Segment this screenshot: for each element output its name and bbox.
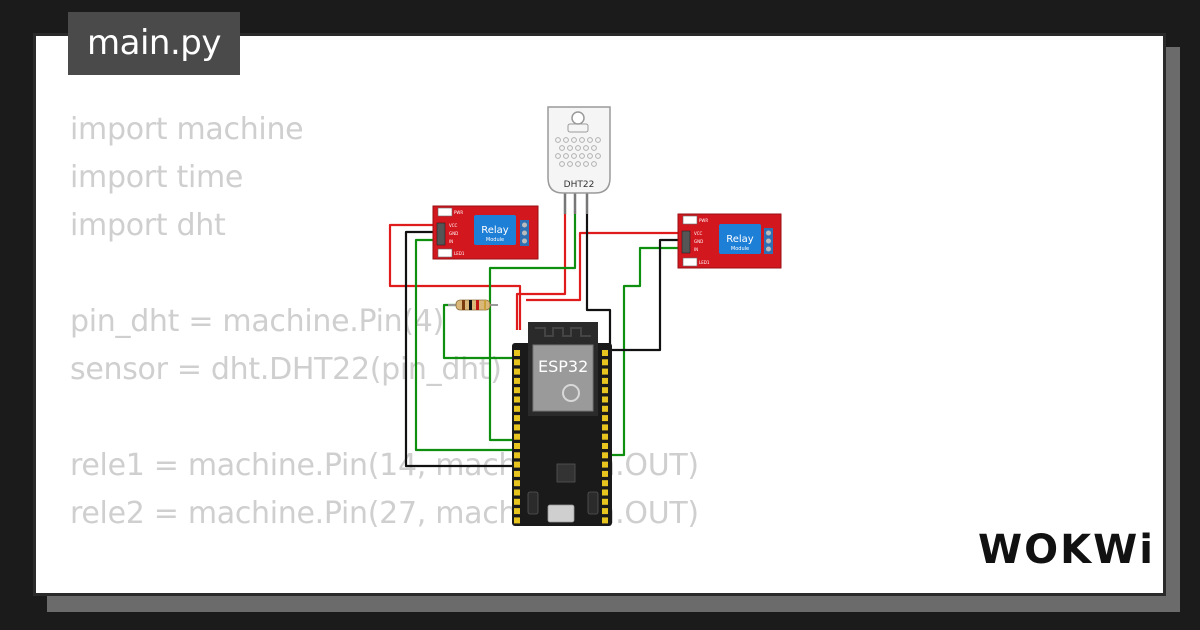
relay-1-coil (474, 215, 516, 245)
header-pin[interactable] (602, 489, 608, 496)
esp32-right-pins (602, 350, 608, 524)
esp32-board[interactable]: ESP32 (512, 322, 612, 526)
wire-green-relay1 (414, 238, 520, 452)
dht22-sensor[interactable]: DHT22 (547, 106, 611, 214)
header-pin[interactable] (514, 350, 520, 356)
relay-1-pin-in: IN (449, 239, 453, 244)
header-pin[interactable] (514, 443, 520, 449)
header-pin[interactable] (514, 405, 520, 412)
esp32-label: ESP32 (538, 357, 588, 376)
header-pin[interactable] (514, 498, 520, 505)
header-pin[interactable] (602, 433, 608, 440)
code-line: limite_temp = 25 (70, 586, 699, 593)
header-pin[interactable] (514, 480, 520, 487)
header-pin[interactable] (602, 359, 608, 366)
header-pin[interactable] (514, 452, 520, 459)
header-pin[interactable] (514, 387, 520, 394)
wire-green-dht (488, 214, 577, 442)
relay-1-pin-vcc: VCC (449, 223, 458, 228)
relay-2-coil (719, 224, 761, 254)
code-line: sensor = dht.DHT22(pin_dht) (70, 352, 502, 387)
header-pin[interactable] (514, 517, 520, 524)
header-pin[interactable] (514, 461, 520, 468)
code-preview: import machine import time import dht pin_d… (70, 106, 699, 593)
relay-1-led: LED1 (454, 251, 465, 256)
relay-1-title: Relay (481, 225, 509, 236)
relay-2-subtitle: Module (731, 246, 749, 252)
wokwi-logo: WOKWi (978, 527, 1155, 573)
header-pin[interactable] (514, 359, 520, 366)
file-tab[interactable]: main.py (68, 12, 240, 75)
header-pin[interactable] (514, 396, 520, 403)
wire-black-relay2 (605, 238, 678, 352)
relay-module-2[interactable]: Relay Module PWR LED1 VCC GND IN (677, 213, 782, 269)
wire-red-relay2 (526, 231, 678, 302)
relay-2-pin-vcc: VCC (694, 231, 703, 236)
header-pin[interactable] (602, 517, 608, 524)
header-pin[interactable] (602, 377, 608, 384)
header-pin[interactable] (602, 452, 608, 459)
header-pin[interactable] (602, 396, 608, 403)
header-pin[interactable] (602, 480, 608, 487)
code-line: import time (70, 160, 244, 195)
wire-red-relay1 (388, 223, 522, 330)
esp32-left-pins (514, 350, 520, 524)
header-pin[interactable] (514, 508, 520, 515)
header-pin[interactable] (602, 350, 608, 356)
header-pin[interactable] (602, 415, 608, 422)
usb-port[interactable] (547, 504, 575, 523)
relay-2-pin-in: IN (694, 247, 698, 252)
code-line: import machine (70, 112, 304, 147)
header-pin[interactable] (602, 470, 608, 477)
relay-module-1[interactable]: Relay Module PWR LED1 VCC GND IN (432, 205, 539, 260)
wire-red-dht (515, 214, 567, 330)
header-pin[interactable] (602, 508, 608, 515)
code-line: pin_dht = machine.Pin(4) (70, 304, 444, 339)
header-pin[interactable] (602, 443, 608, 449)
wires (388, 214, 678, 468)
header-pin[interactable] (514, 470, 520, 477)
header-pin[interactable] (602, 387, 608, 394)
resistor[interactable] (448, 299, 498, 311)
header-pin[interactable] (602, 368, 608, 375)
header-pin[interactable] (514, 424, 520, 431)
dht22-label: DHT22 (564, 180, 595, 190)
header-pin[interactable] (602, 461, 608, 468)
relay-2-pin-gnd: GND (694, 239, 703, 244)
wire-green-resistor (442, 303, 520, 360)
relay-1-pwr: PWR (454, 210, 463, 215)
wire-black-relay1 (404, 230, 520, 468)
relay-1-subtitle: Module (486, 237, 504, 243)
relay-1-pin-gnd: GND (449, 231, 458, 236)
relay-2-led: LED1 (699, 260, 710, 265)
header-pin[interactable] (514, 489, 520, 496)
header-pin[interactable] (514, 368, 520, 375)
header-pin[interactable] (602, 498, 608, 505)
code-line: import dht (70, 208, 226, 243)
header-pin[interactable] (602, 405, 608, 412)
relay-2-title: Relay (726, 234, 754, 245)
header-pin[interactable] (602, 424, 608, 431)
header-pin[interactable] (514, 415, 520, 422)
header-pin[interactable] (514, 433, 520, 440)
wire-green-relay2 (605, 246, 678, 457)
relay-2-pwr: PWR (699, 218, 708, 223)
header-pin[interactable] (514, 377, 520, 384)
